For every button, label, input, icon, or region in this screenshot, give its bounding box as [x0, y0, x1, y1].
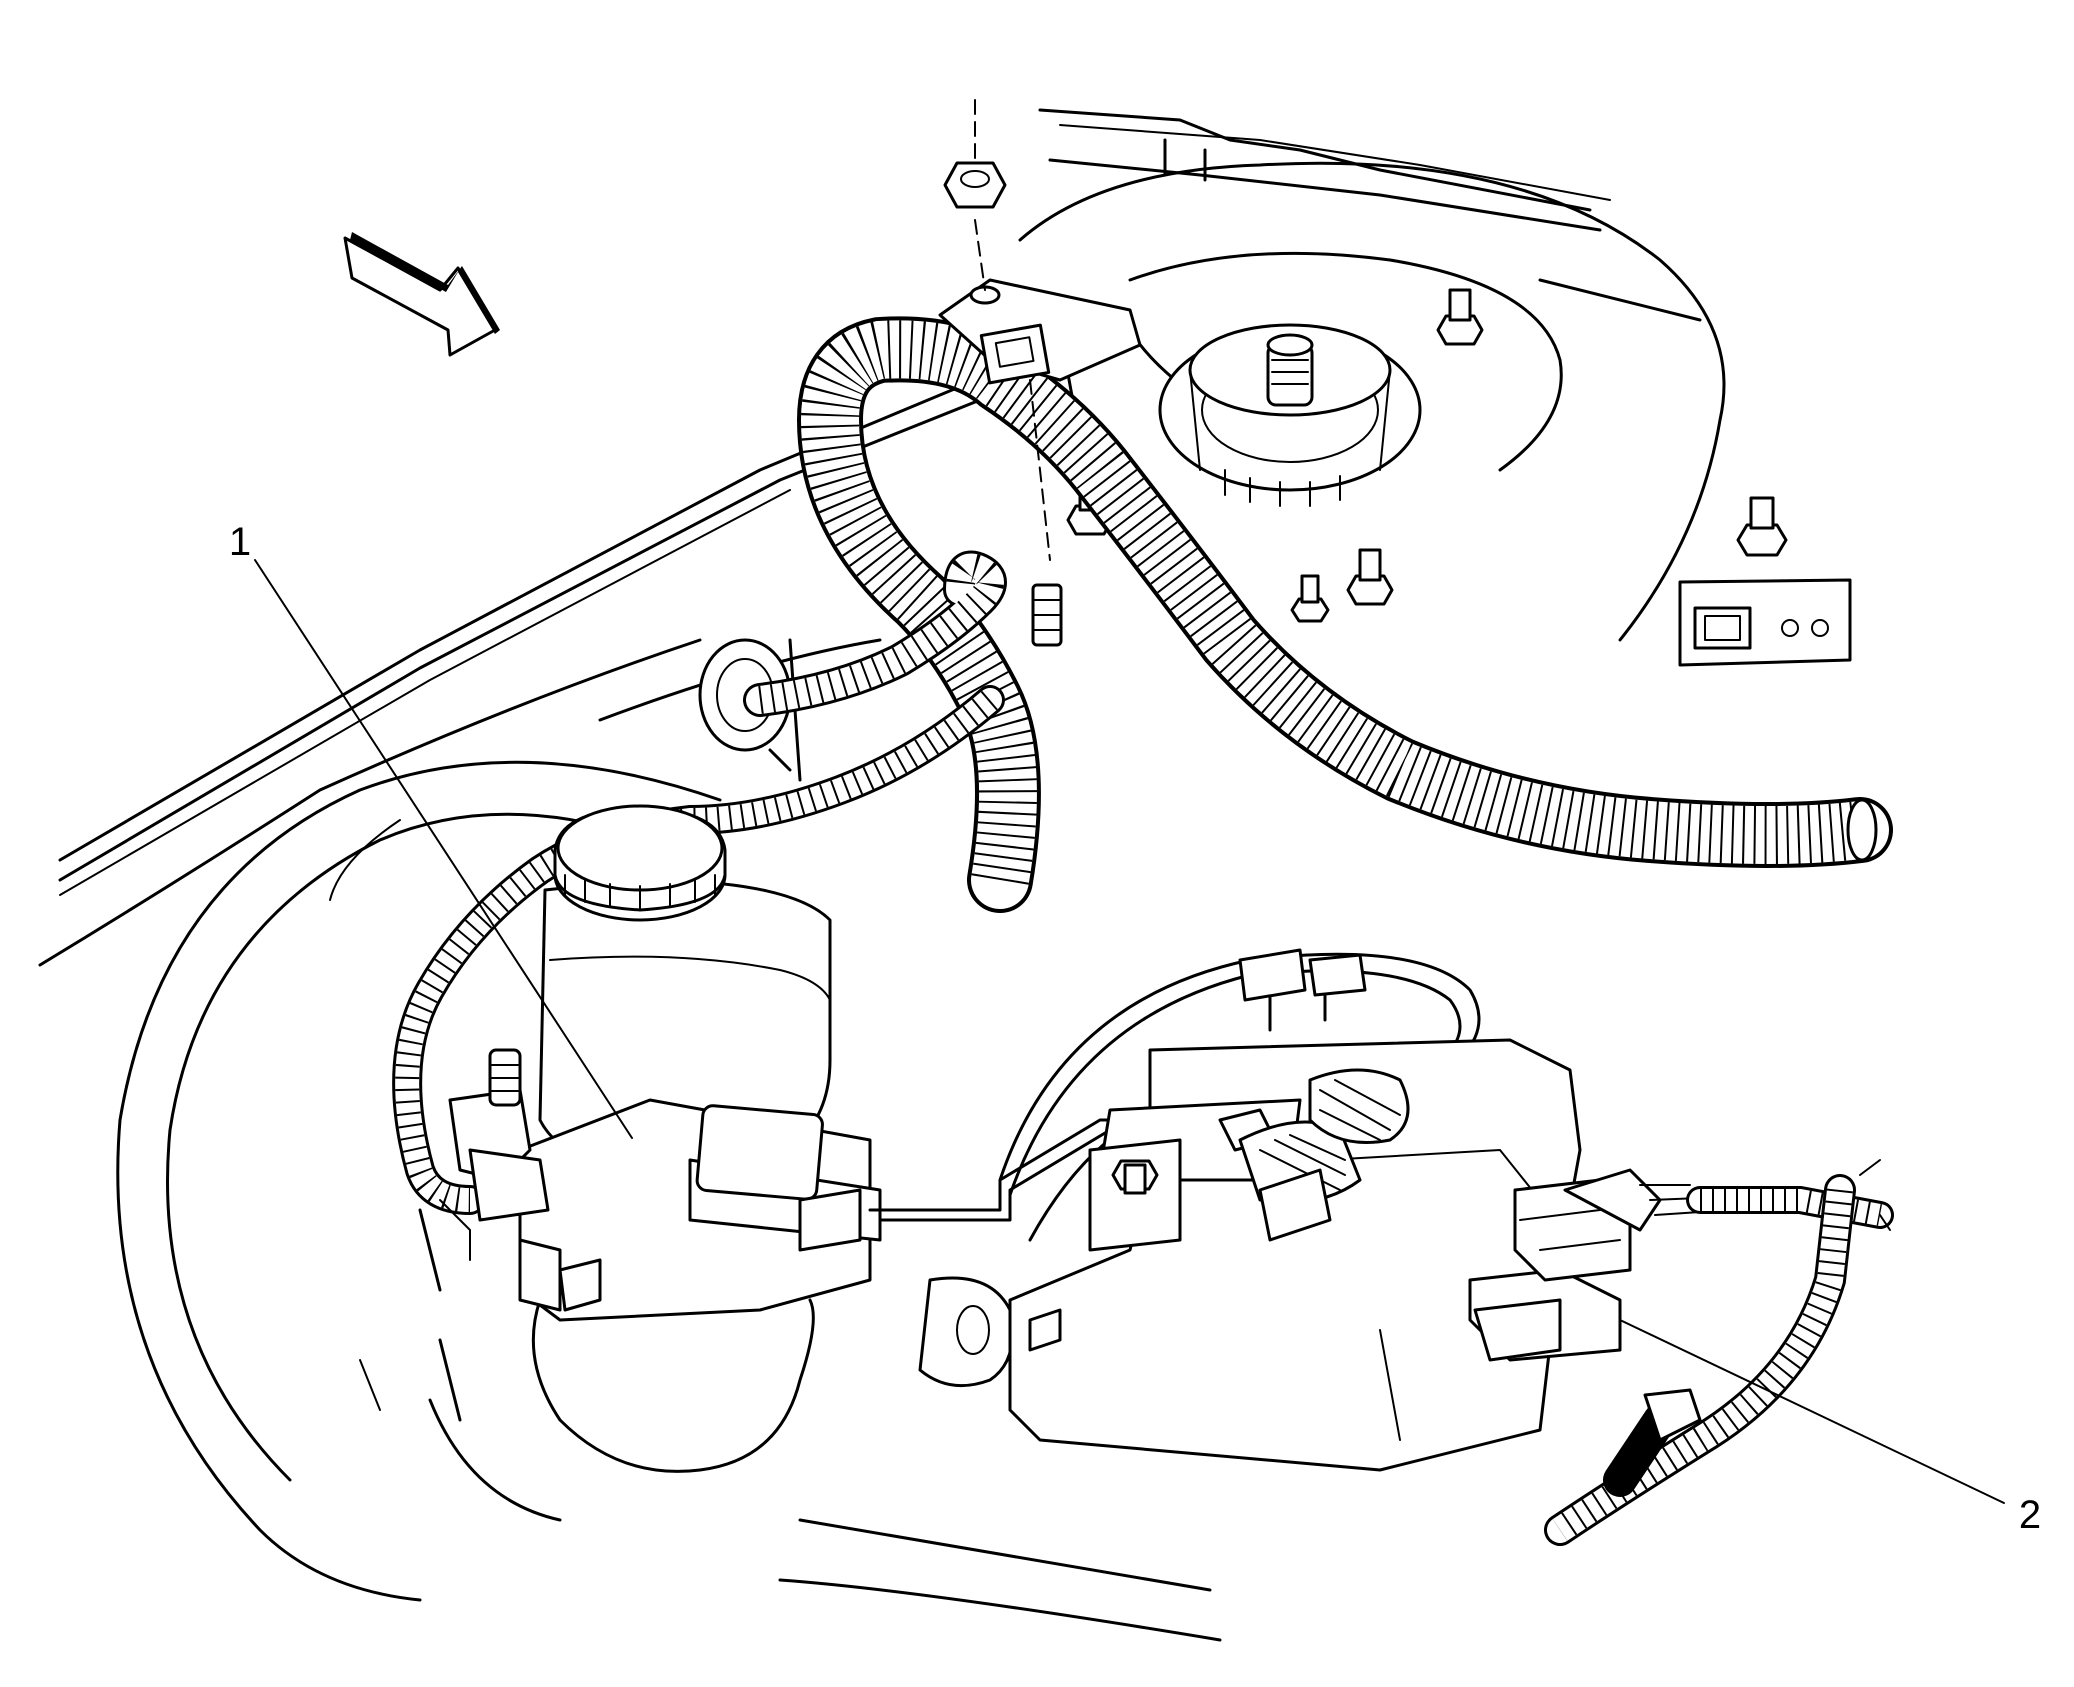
abs-connector — [1468, 1168, 1701, 1362]
fender-contour — [38, 368, 1032, 967]
strut-tower — [1058, 251, 1563, 507]
fluid-level-sensor — [439, 1048, 602, 1312]
cowl-panel — [1018, 108, 1726, 642]
abs-modulator — [1008, 1038, 1582, 1472]
brake-booster — [116, 760, 1222, 1642]
callout-2-label: 2 — [2019, 1493, 2041, 1537]
connector-harness — [1544, 1159, 1894, 1546]
firewall-grommet — [698, 550, 1007, 782]
sensor-harness — [392, 685, 1005, 1215]
callout-2-leader — [1619, 1319, 2005, 1504]
strut-tower-nuts — [1066, 288, 1788, 623]
label-plate — [1678, 578, 1852, 667]
callout-1-leader — [254, 559, 633, 1139]
callout-leaders — [254, 559, 2005, 1504]
callout-1-label: 1 — [229, 520, 251, 564]
harness-bracket — [938, 99, 1142, 647]
master-cylinder — [518, 804, 1014, 1388]
front-of-vehicle-arrow-icon — [343, 232, 500, 357]
